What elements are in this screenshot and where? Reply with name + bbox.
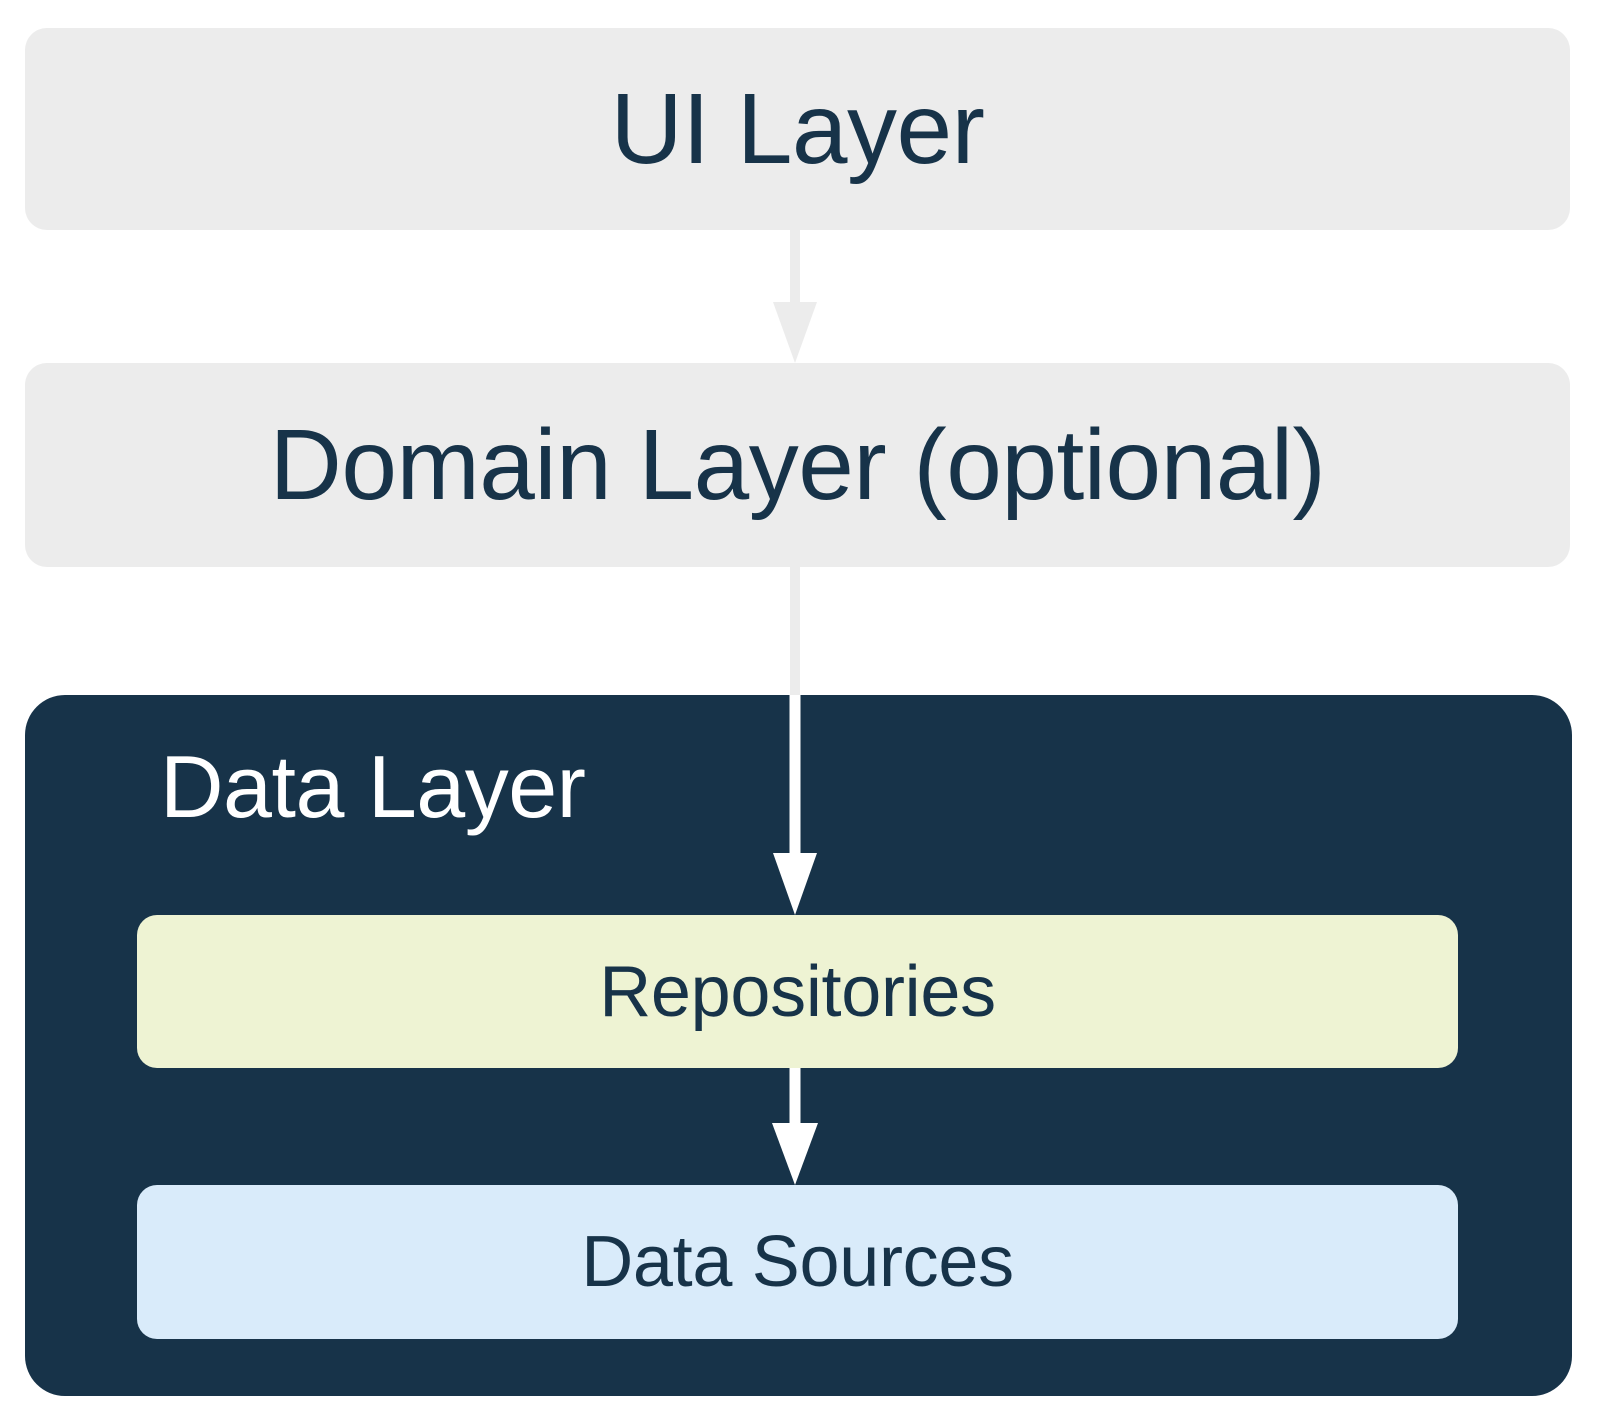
arrow-ui-to-domain-icon [773, 230, 817, 363]
domain-layer-label: Domain Layer (optional) [269, 409, 1326, 521]
ui-layer-label: UI Layer [610, 73, 985, 185]
repositories-box[interactable]: Repositories [137, 915, 1458, 1068]
data-layer-box[interactable]: Data Layer Repositories Data Sources [25, 695, 1572, 1396]
arrow-domain-to-repositories-upper-icon [773, 567, 817, 695]
arrow-shaft [790, 230, 800, 304]
repositories-label: Repositories [599, 951, 996, 1032]
arrow-shaft [790, 567, 800, 695]
data-layer-label: Data Layer [160, 737, 586, 836]
data-sources-box[interactable]: Data Sources [137, 1185, 1458, 1339]
data-sources-label: Data Sources [581, 1222, 1014, 1302]
ui-layer-box[interactable]: UI Layer [25, 28, 1570, 230]
domain-layer-box[interactable]: Domain Layer (optional) [25, 363, 1570, 567]
arrow-head [773, 302, 817, 363]
